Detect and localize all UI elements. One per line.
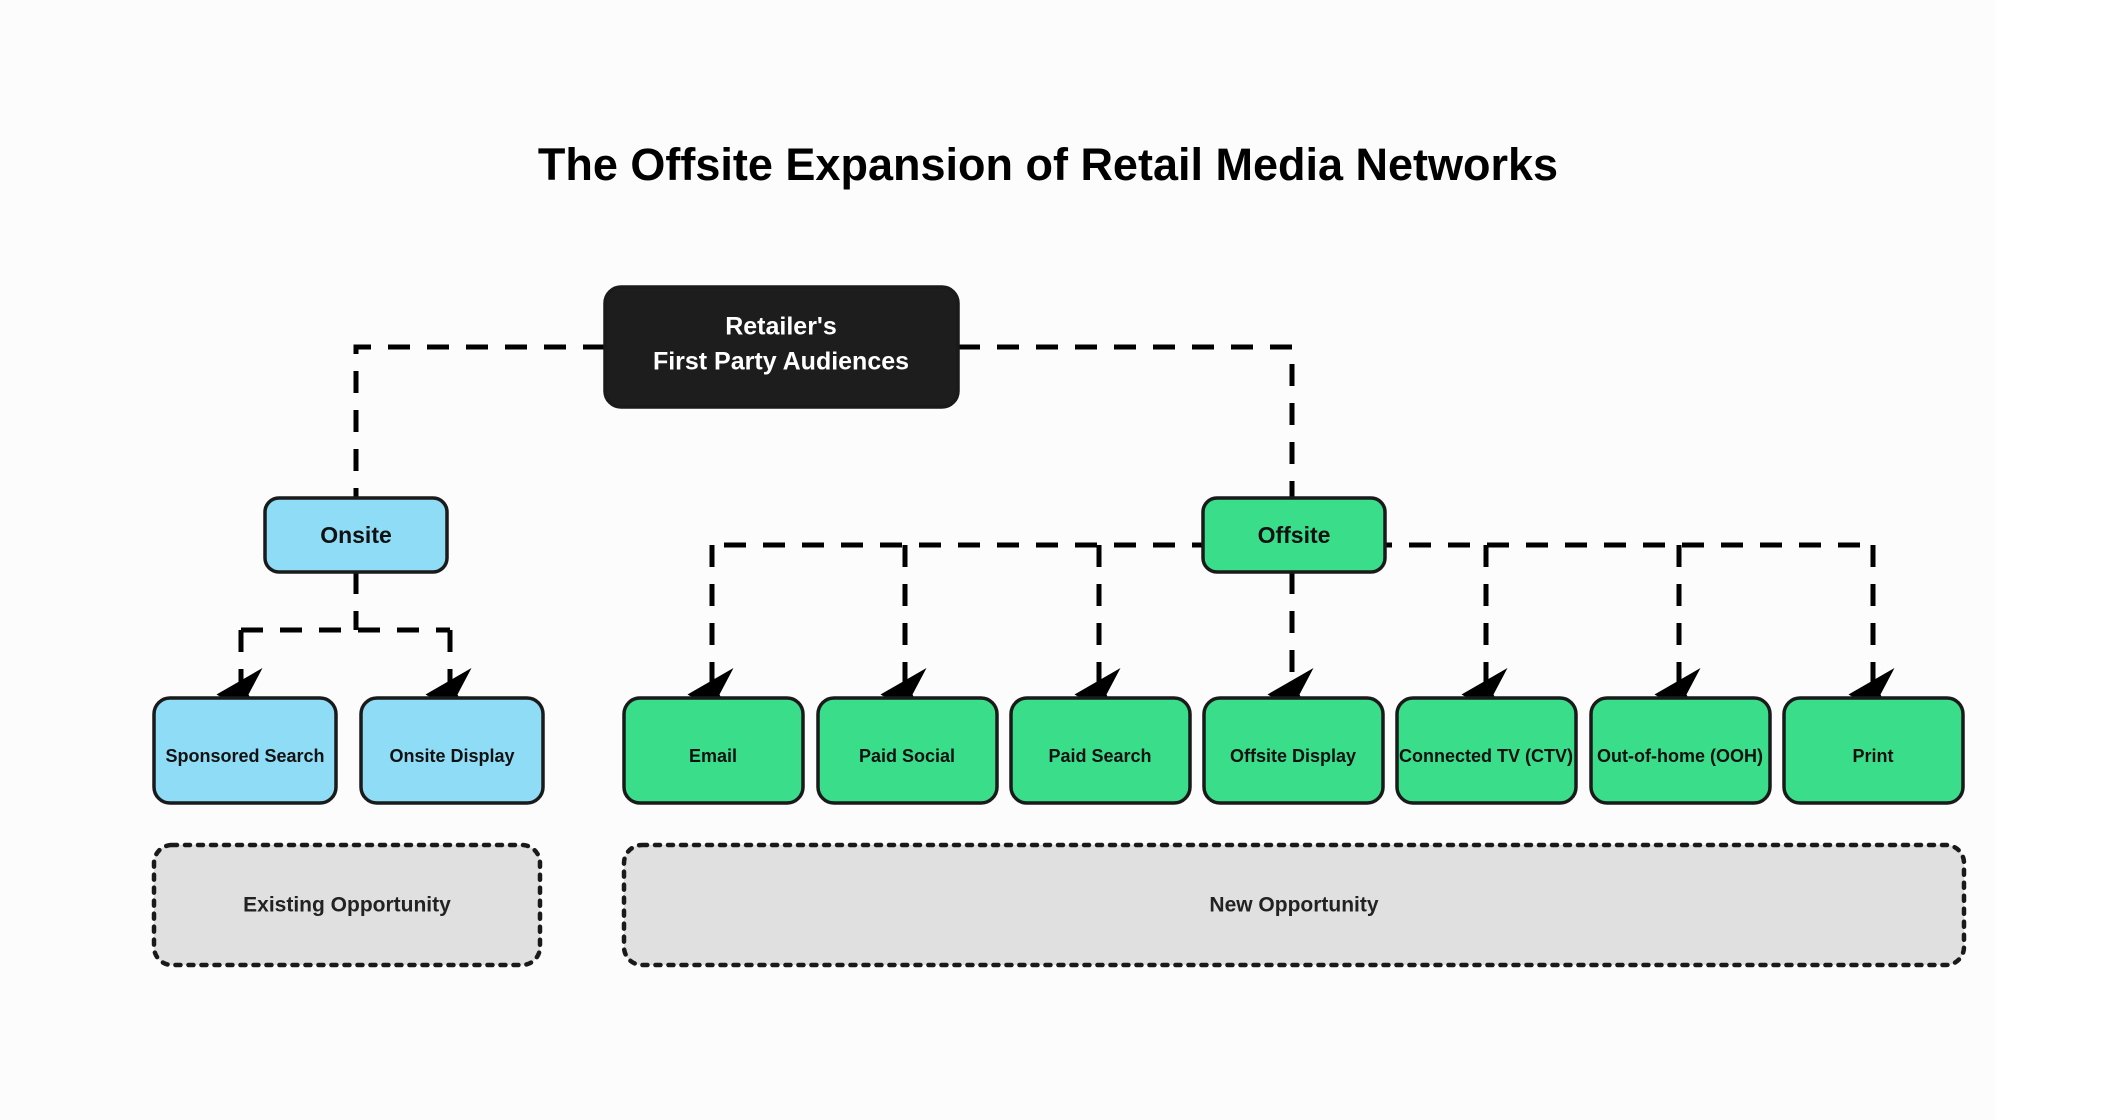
page-title: The Offsite Expansion of Retail Media Ne…	[538, 139, 1558, 190]
root-node-label-line2: First Party Audiences	[653, 348, 909, 376]
node-paid-search[interactable]: Paid Search	[1009, 696, 1192, 805]
out-of-home-node-label: Out-of-home (OOH)	[1597, 746, 1763, 766]
node-email[interactable]: Email	[622, 696, 805, 805]
root-node-label-line1: Retailer's	[725, 313, 837, 341]
offsite-node-shape[interactable]	[1201, 496, 1387, 574]
node-offsite-display[interactable]: Offsite Display	[1202, 696, 1385, 805]
offsite-display-node-shape[interactable]	[1202, 696, 1385, 805]
out-of-home-node-shape[interactable]	[1589, 696, 1772, 805]
paid-search-node-label: Paid Search	[1048, 746, 1151, 766]
connected-tv-node-label: Connected TV (CTV)	[1399, 746, 1573, 766]
existing-opportunity-shape	[151, 842, 543, 968]
existing-opportunity-label: Existing Opportunity	[243, 894, 451, 917]
node-print[interactable]: Print	[1782, 696, 1965, 805]
node-sponsored-search[interactable]: Sponsored Search	[152, 696, 338, 805]
onsite-display-node-label: Onsite Display	[389, 746, 514, 766]
node-onsite[interactable]: Onsite	[263, 496, 449, 574]
node-root[interactable]: Retailer's First Party Audiences	[603, 285, 960, 409]
offsite-node-label: Offsite	[1258, 522, 1331, 548]
sponsored-search-node-shape[interactable]	[152, 696, 338, 805]
onsite-node-shape[interactable]	[263, 496, 449, 574]
new-opportunity-label: New Opportunity	[1209, 894, 1378, 917]
email-node-shape[interactable]	[622, 696, 805, 805]
paid-social-node-shape[interactable]	[816, 696, 999, 805]
onsite-node-label: Onsite	[320, 522, 392, 548]
node-out-of-home[interactable]: Out-of-home (OOH)	[1589, 696, 1772, 805]
root-node-shape[interactable]	[603, 285, 960, 409]
offsite-display-node-label: Offsite Display	[1230, 746, 1356, 766]
new-opportunity-shape	[621, 842, 1967, 968]
edge-root-to-onsite	[353, 344, 605, 498]
node-connected-tv[interactable]: Connected TV (CTV)	[1395, 696, 1578, 805]
paid-social-node-label: Paid Social	[859, 746, 955, 766]
email-node-label: Email	[689, 746, 737, 766]
print-node-shape[interactable]	[1782, 696, 1965, 805]
print-node-label: Print	[1852, 746, 1893, 766]
group-existing-opportunity: Existing Opportunity	[151, 842, 543, 968]
paid-search-node-shape[interactable]	[1009, 696, 1192, 805]
node-onsite-display[interactable]: Onsite Display	[359, 696, 545, 805]
edge-layer	[216, 344, 1895, 722]
connected-tv-node-shape[interactable]	[1395, 696, 1578, 805]
sponsored-search-node-label: Sponsored Search	[165, 746, 324, 766]
node-offsite[interactable]: Offsite	[1201, 496, 1387, 574]
group-new-opportunity: New Opportunity	[621, 842, 1967, 968]
edge-root-to-offsite	[958, 344, 1295, 498]
onsite-display-node-shape[interactable]	[359, 696, 545, 805]
node-paid-social[interactable]: Paid Social	[816, 696, 999, 805]
